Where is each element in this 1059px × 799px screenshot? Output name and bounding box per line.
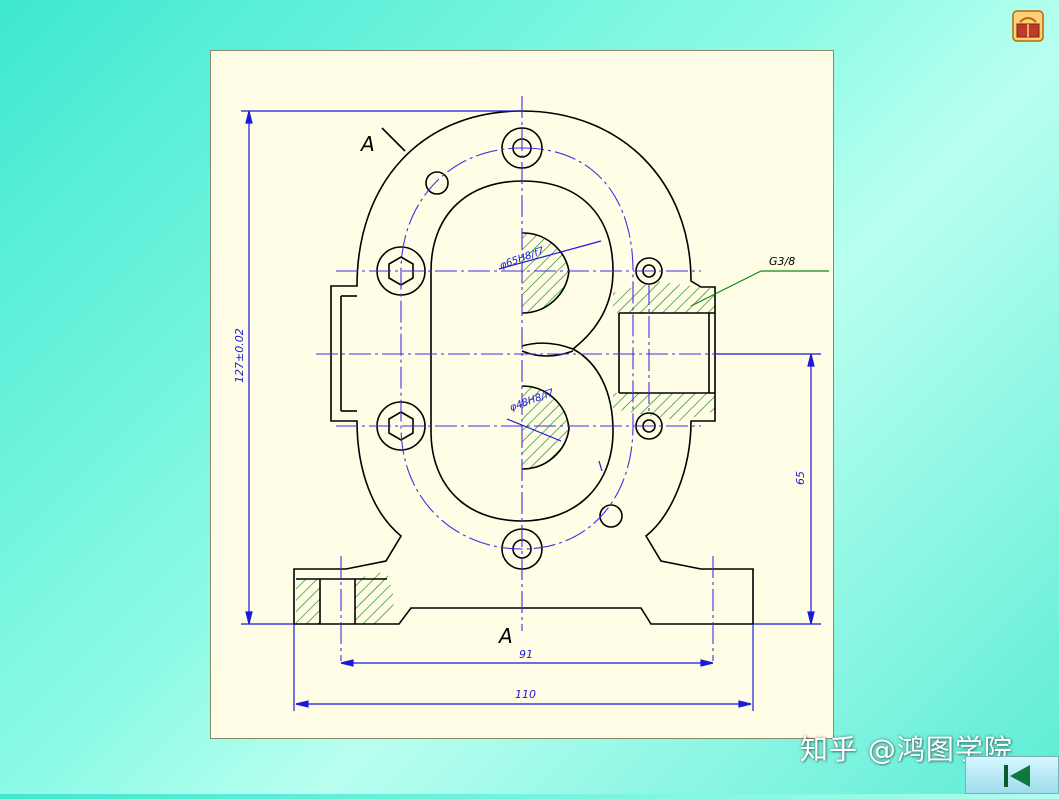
dimension-bolt-spacing: 91 <box>519 648 533 661</box>
section-mark-top: A <box>359 132 375 156</box>
centerlines <box>316 96 721 661</box>
dimension-lines <box>241 110 821 711</box>
triangle-left-icon <box>1004 765 1030 787</box>
thread-leader <box>690 270 829 307</box>
dimension-overall-height: 127±0.02 <box>233 328 246 383</box>
thread-callout: G3/8 <box>769 255 795 268</box>
technical-drawing: A A 127±0.02 65 91 110 φ65H8/f7 φ48H8/f7… <box>210 50 834 739</box>
part-outline <box>293 110 754 625</box>
hatched-sections <box>296 232 715 624</box>
book-logo-icon <box>1010 8 1046 44</box>
section-mark-bottom: A <box>497 624 513 648</box>
dimension-center-to-base: 65 <box>794 471 807 485</box>
back-button[interactable] <box>965 756 1059 794</box>
dimension-base-width: 110 <box>515 688 536 701</box>
